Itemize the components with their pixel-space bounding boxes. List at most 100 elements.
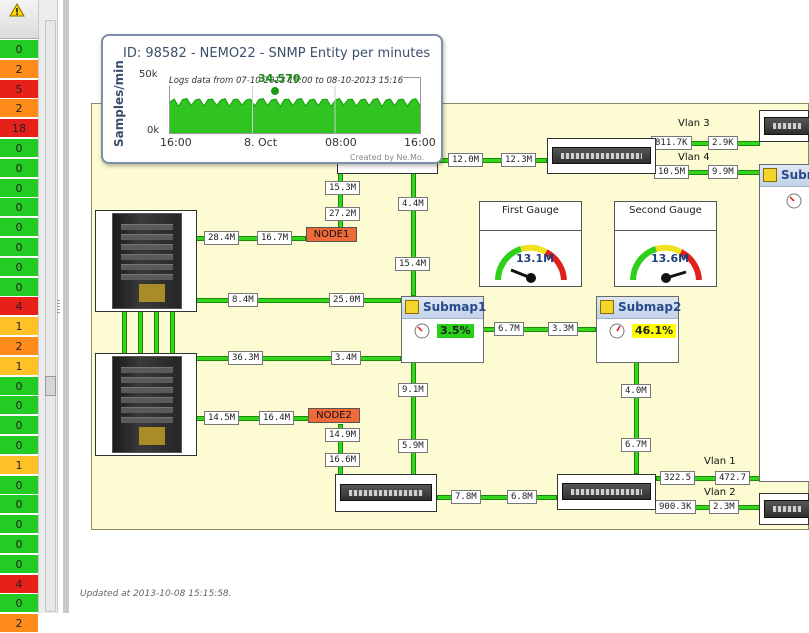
alarm-count-cell[interactable]: 0 bbox=[0, 198, 38, 218]
link-label: 5.9M bbox=[398, 439, 428, 453]
scrollbar-track[interactable] bbox=[45, 20, 56, 612]
chart-title: ID: 98582 - NEMO22 - SNMP Entity per min… bbox=[123, 46, 431, 61]
link-label: 27.2M bbox=[325, 207, 361, 221]
chassis-node-2[interactable] bbox=[95, 353, 197, 456]
submap-2[interactable]: Submap2 46.1% bbox=[596, 296, 682, 363]
alarm-count-cell[interactable]: 0 bbox=[0, 515, 38, 535]
alarm-column-header[interactable] bbox=[0, 0, 39, 39]
alarm-count-cell[interactable]: 1 bbox=[0, 317, 38, 337]
switch-node-center-bottom[interactable] bbox=[335, 474, 437, 512]
alarm-count-cell[interactable]: 0 bbox=[0, 158, 38, 178]
x-tick: 16:00 bbox=[160, 136, 192, 149]
submap-3[interactable]: Subm bbox=[759, 164, 809, 482]
alarm-count-cell[interactable]: 0 bbox=[0, 257, 38, 277]
switch-icon bbox=[340, 484, 432, 501]
chart-popup[interactable]: ID: 98582 - NEMO22 - SNMP Entity per min… bbox=[101, 34, 443, 164]
alarm-count-cell[interactable]: 5 bbox=[0, 79, 38, 99]
link-bottom-switch[interactable] bbox=[437, 495, 557, 500]
link-submap2-down[interactable] bbox=[634, 362, 639, 474]
switch-icon bbox=[552, 147, 651, 164]
link-label: 16.7M bbox=[257, 231, 293, 245]
alarm-count-cell[interactable]: 0 bbox=[0, 178, 38, 198]
link-label: 3.3M bbox=[548, 322, 578, 336]
link-label: 9.1M bbox=[398, 383, 428, 397]
alarm-count-cell[interactable]: 0 bbox=[0, 376, 38, 396]
scrollbar-thumb[interactable] bbox=[45, 376, 56, 396]
alarm-count-cell[interactable]: 2 bbox=[0, 337, 38, 356]
y-tick: 0k bbox=[147, 125, 160, 136]
splitter-grip[interactable] bbox=[57, 300, 60, 314]
link-chassis2-center[interactable] bbox=[196, 356, 401, 361]
alarm-count-cell[interactable]: 18 bbox=[0, 119, 38, 139]
alarm-count-cell[interactable]: 0 bbox=[0, 594, 38, 614]
link-center-down[interactable] bbox=[411, 362, 416, 476]
vlan-label: Vlan 3 bbox=[678, 118, 710, 129]
alarm-count-cell[interactable]: 0 bbox=[0, 396, 38, 416]
alarm-count-cell[interactable]: 0 bbox=[0, 238, 38, 257]
router-chassis-icon bbox=[112, 213, 182, 309]
alarm-count-cell[interactable]: 2 bbox=[0, 614, 38, 633]
chart-ylabel: Samples/min bbox=[112, 60, 126, 147]
node-tag[interactable]: NODE1 bbox=[306, 227, 357, 242]
alarm-count-cell[interactable]: 0 bbox=[0, 218, 38, 238]
link-label: 15.3M bbox=[325, 181, 361, 195]
submap-arrow-icon bbox=[763, 168, 777, 182]
gauge-value: 13.1M bbox=[516, 252, 555, 265]
alarm-count-cell[interactable]: 1 bbox=[0, 356, 38, 376]
x-tick: 8. Oct bbox=[244, 136, 278, 149]
vlan-label: Vlan 1 bbox=[704, 456, 736, 467]
updated-timestamp: Updated at 2013-10-08 15:15:58. bbox=[80, 589, 232, 599]
chart-area-svg bbox=[169, 78, 421, 133]
switch-node-bottom[interactable] bbox=[557, 474, 656, 510]
router-chassis-icon bbox=[112, 356, 182, 453]
link-chassis-a[interactable] bbox=[122, 310, 127, 356]
link-chassis1-center[interactable] bbox=[196, 298, 401, 303]
alarm-count-cell[interactable]: 0 bbox=[0, 495, 38, 515]
gauge-first[interactable]: First Gauge 13.1M bbox=[479, 201, 582, 287]
chart-logs-text: Logs data from 07-10-2013 15:00 to 08-10… bbox=[169, 76, 404, 86]
submap-title: Submap2 bbox=[618, 300, 682, 314]
warning-triangle-icon bbox=[9, 3, 25, 17]
alarm-count-cell[interactable]: 0 bbox=[0, 277, 38, 297]
gauge-mini-icon bbox=[786, 193, 802, 209]
link-label: 14.9M bbox=[325, 428, 361, 442]
link-label: 6.7M bbox=[621, 438, 651, 452]
alarm-count-cell[interactable]: 2 bbox=[0, 99, 38, 119]
alarm-count-cell[interactable]: 0 bbox=[0, 554, 38, 574]
chart-plot[interactable] bbox=[169, 77, 421, 134]
gauge-second[interactable]: Second Gauge 13.6M bbox=[614, 201, 717, 287]
gauge-title: First Gauge bbox=[480, 202, 581, 231]
alarm-count-cell[interactable]: 0 bbox=[0, 416, 38, 436]
link-label: 6.8M bbox=[507, 490, 537, 504]
alarm-count-cell[interactable]: 1 bbox=[0, 455, 38, 475]
alarm-count-cell[interactable]: 0 bbox=[0, 40, 38, 59]
alarm-count-cell[interactable]: 4 bbox=[0, 297, 38, 317]
y-tick: 50k bbox=[139, 69, 158, 80]
alarm-count-cell[interactable]: 0 bbox=[0, 475, 38, 495]
switch-node-right-top[interactable] bbox=[759, 110, 809, 142]
link-label: 4.4M bbox=[398, 197, 428, 211]
link-label: 2.9K bbox=[708, 136, 738, 150]
link-label: 2.3M bbox=[709, 500, 739, 514]
link-label: 900.3K bbox=[655, 500, 696, 514]
chart-peak-marker bbox=[271, 87, 279, 95]
chassis-node-1[interactable] bbox=[95, 210, 197, 312]
switch-node-top[interactable] bbox=[547, 138, 656, 174]
link-center-up[interactable] bbox=[411, 172, 416, 296]
alarm-count-cell[interactable]: 4 bbox=[0, 574, 38, 594]
node-tag[interactable]: NODE2 bbox=[308, 408, 360, 423]
alarm-count-cell[interactable]: 2 bbox=[0, 59, 38, 79]
alarm-count-cell[interactable]: 0 bbox=[0, 535, 38, 554]
link-chassis-c[interactable] bbox=[154, 310, 159, 356]
x-tick: 08:00 bbox=[325, 136, 357, 149]
gauge-value: 13.6M bbox=[651, 252, 690, 265]
switch-node-right-bottom[interactable] bbox=[759, 493, 809, 525]
link-chassis-d[interactable] bbox=[170, 310, 175, 356]
submap-title: Subm bbox=[781, 168, 809, 182]
link-chassis-b[interactable] bbox=[138, 310, 143, 356]
alarm-count-cell[interactable]: 0 bbox=[0, 139, 38, 158]
submap-1[interactable]: Submap1 3.5% bbox=[401, 296, 486, 363]
alarm-count-cell[interactable]: 0 bbox=[0, 436, 38, 455]
submap-percent: 46.1% bbox=[632, 324, 677, 338]
gauge-dial-icon bbox=[495, 244, 567, 283]
